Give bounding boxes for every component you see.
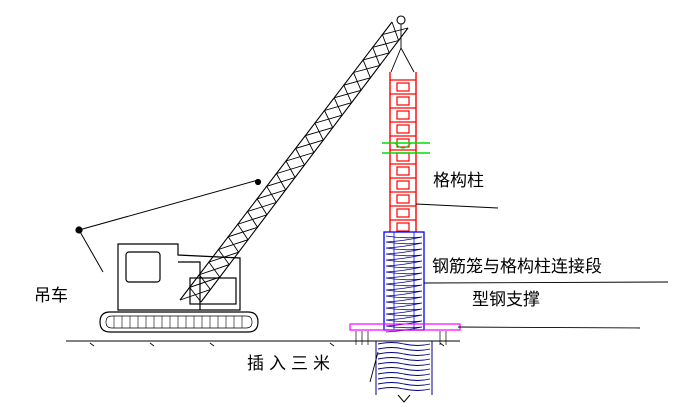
label-cage-column-connection: 钢筋笼与格构柱连接段 [432, 257, 602, 277]
steel-brace [349, 323, 461, 345]
crane-cab [117, 243, 241, 311]
label-crane: 吊车 [34, 286, 68, 306]
ground-line [66, 340, 460, 347]
crane-window [125, 251, 161, 283]
green-marker [382, 142, 430, 154]
label-lattice-column: 格构柱 [433, 171, 484, 191]
crane [75, 178, 262, 333]
leader-lines [369, 203, 669, 383]
rebar-cage [383, 231, 425, 333]
label-insert-depth: 插入三米 [247, 354, 335, 374]
label-steel-brace: 型钢支撑 [472, 290, 540, 310]
embedded-section [375, 341, 433, 403]
crane-boom [179, 15, 415, 303]
crane-track [99, 311, 259, 333]
lattice-column [389, 72, 417, 232]
